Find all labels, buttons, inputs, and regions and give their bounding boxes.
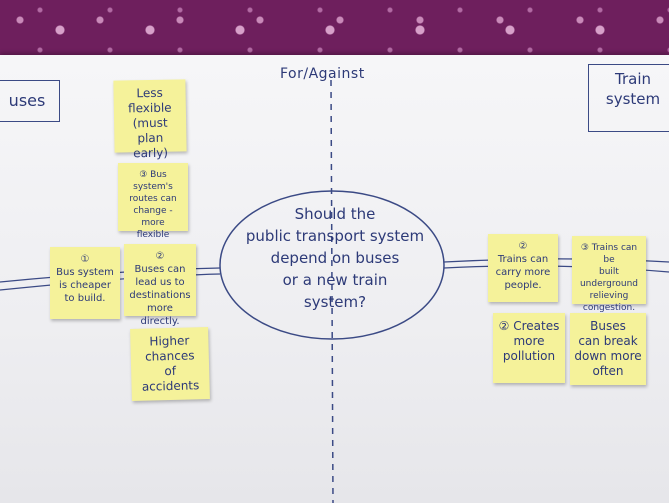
sticky-note: ② Buses can lead us to destinations more… [124, 244, 196, 327]
sticky-note: ① Bus system is cheaper to build. [50, 247, 120, 319]
sticky-note: Buses can break down more often [570, 313, 646, 385]
for-against-heading: For/Against [280, 66, 365, 82]
train-system-label: Train system [588, 64, 669, 132]
central-question: Should the public transport system depen… [245, 205, 425, 311]
sticky-note: Less flexible (must plan early) [113, 79, 187, 160]
sticky-note: ③ Trains can be built underground reliev… [572, 236, 646, 313]
sticky-note: ③ Bus system's routes can change - more … [118, 163, 188, 240]
sticky-note: Higher chances of accidents [130, 326, 210, 402]
fabric-backdrop [0, 0, 669, 62]
sticky-note: ② Creates more pollution [493, 313, 565, 383]
sticky-note: ② Trains can carry more people. [488, 234, 558, 302]
buses-label: uses [0, 80, 60, 122]
